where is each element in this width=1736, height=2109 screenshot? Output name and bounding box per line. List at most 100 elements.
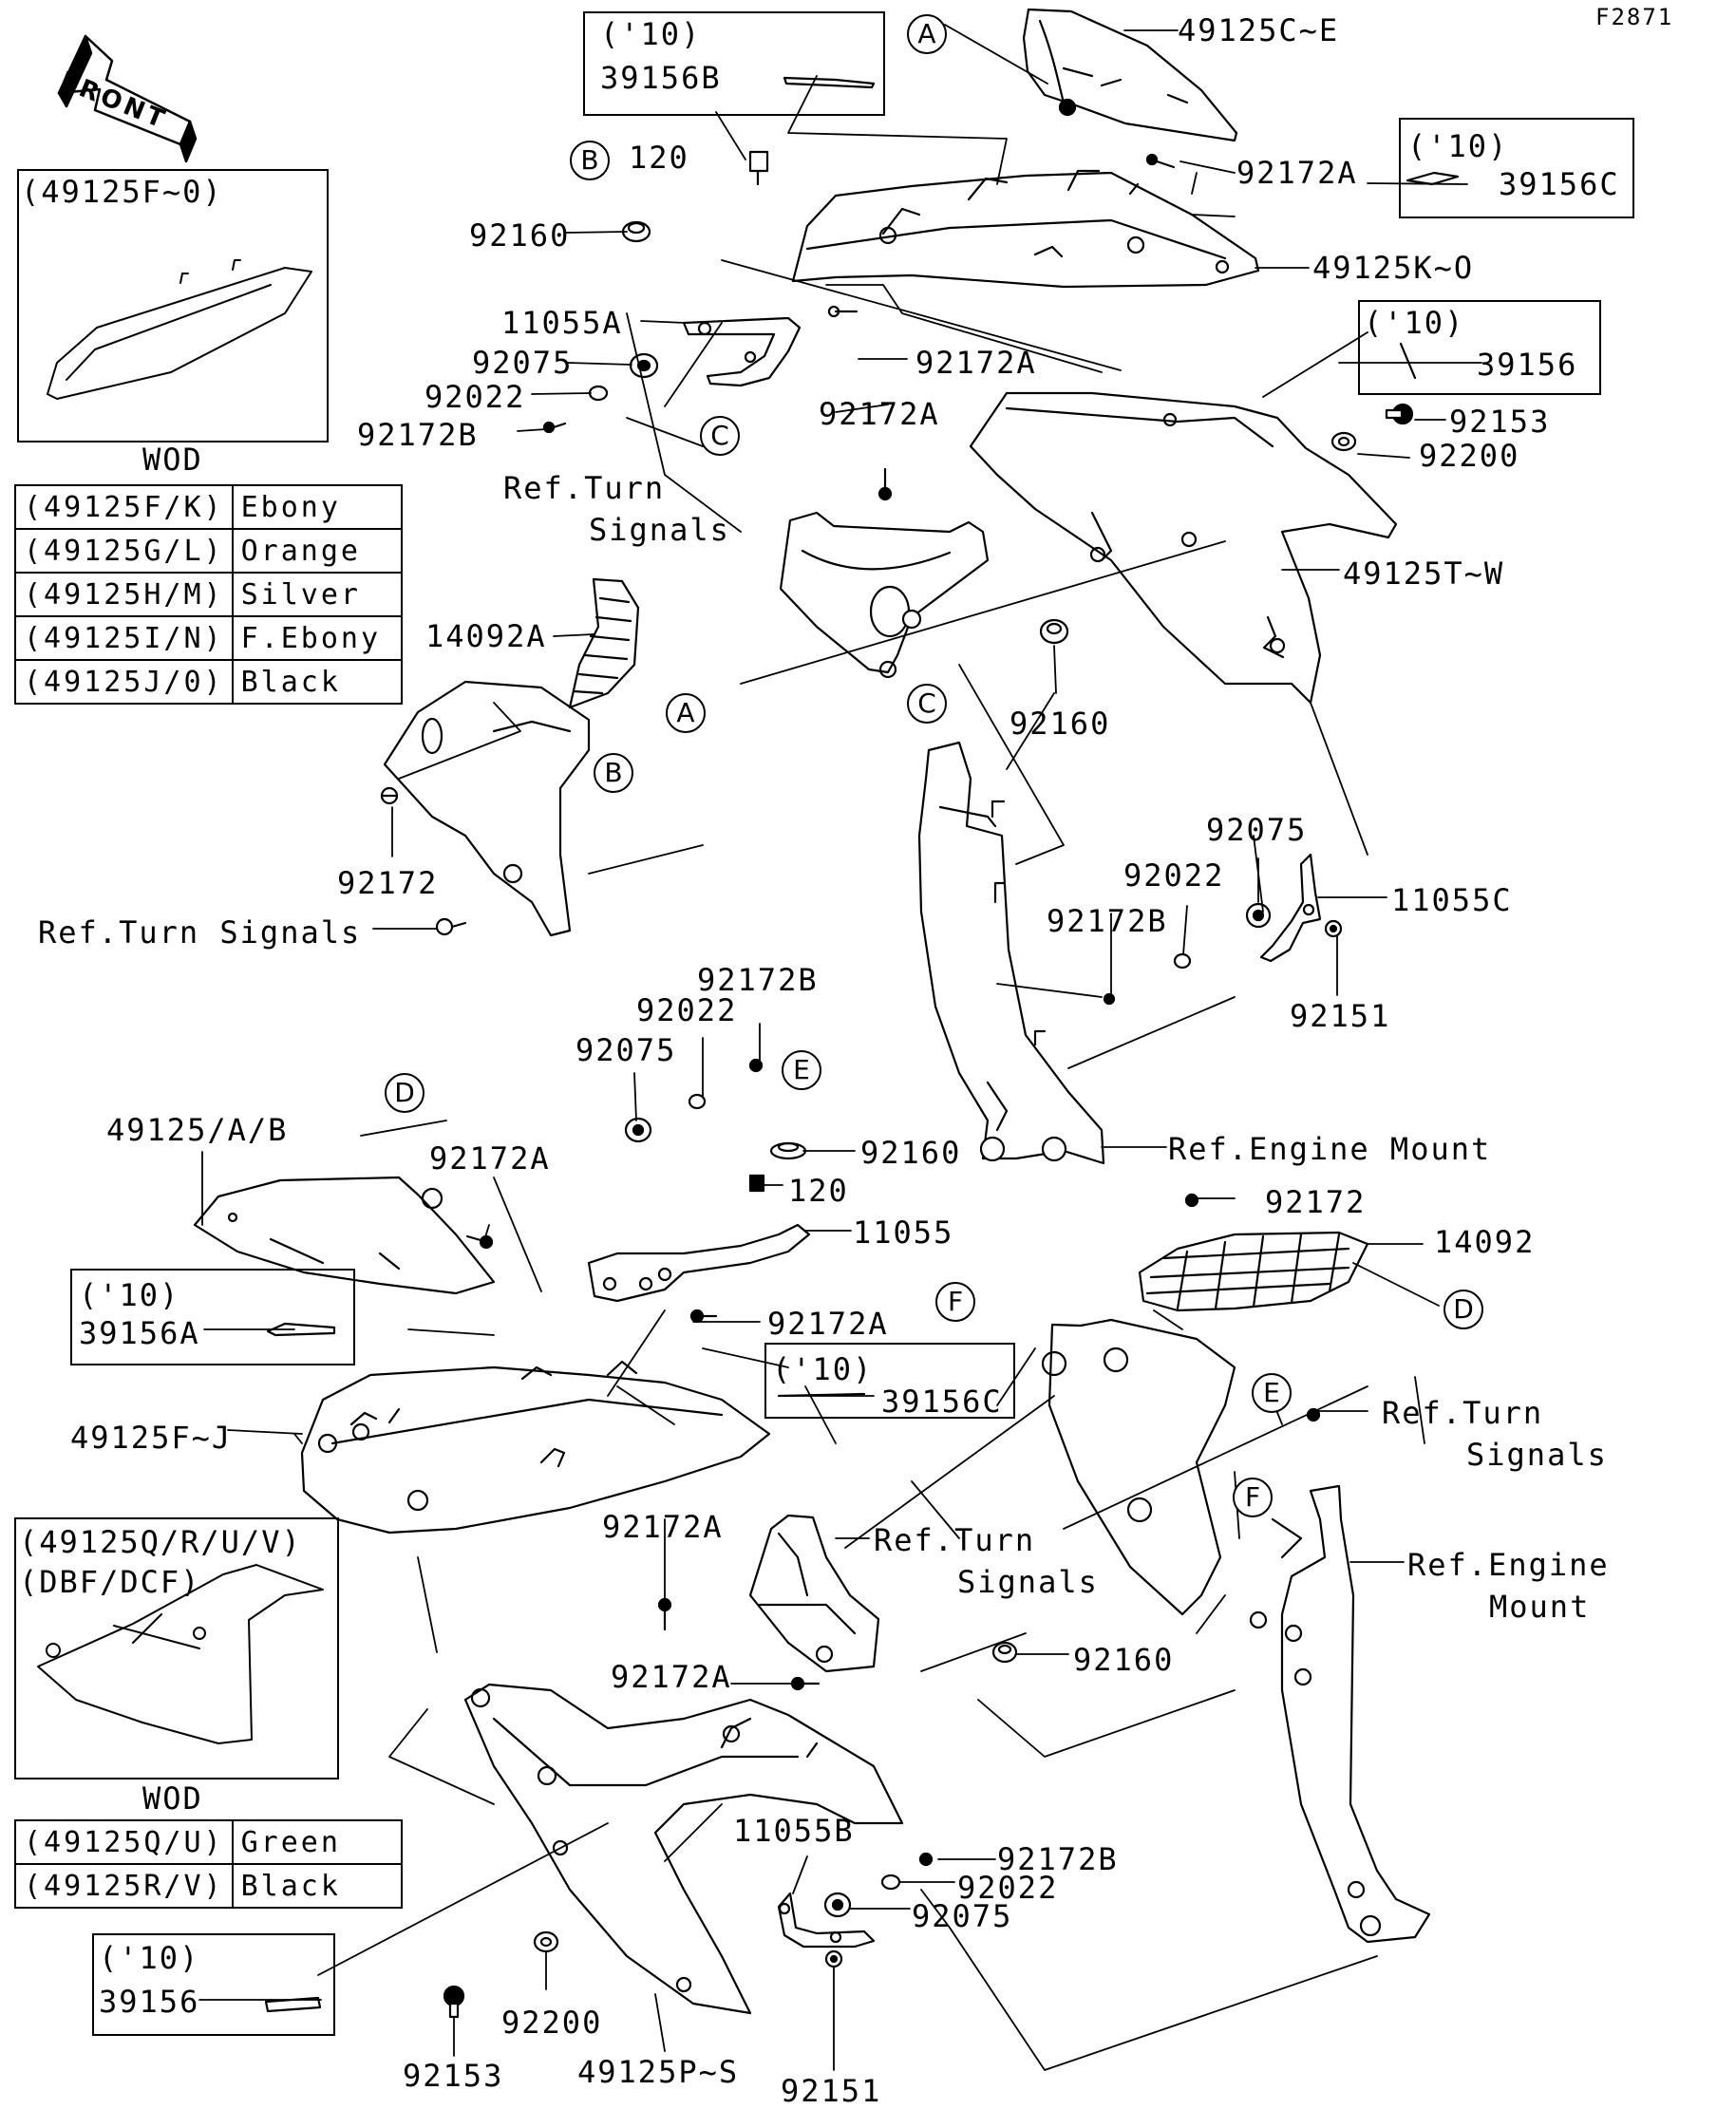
part-frame-bracket-upper <box>917 741 1105 1165</box>
code-cell: (49125J/0) <box>14 659 234 705</box>
year-box-39156A <box>70 1269 355 1365</box>
color-cell: Green <box>231 1819 403 1865</box>
part-49125FJ <box>300 1360 771 1535</box>
color-cell: Silver <box>231 572 403 617</box>
year-box-39156C-bottom <box>764 1343 1015 1419</box>
label-92075: 92075 <box>576 1032 677 1068</box>
label-92151: 92151 <box>781 2073 882 2109</box>
inset-bottom-part <box>37 1564 324 1744</box>
label-14092A: 14092A <box>425 618 547 654</box>
label-49125CE: 49125C~E <box>1178 12 1340 48</box>
part-11055 <box>587 1223 811 1303</box>
part-49125KO <box>791 169 1260 289</box>
table-row: (49125R/V)Black <box>14 1863 403 1909</box>
label-year: ('10) <box>99 1940 200 1976</box>
inset-top-title: (49125F~0) <box>21 174 223 210</box>
label-92022: 92022 <box>636 992 738 1028</box>
label-92151: 92151 <box>1290 998 1391 1034</box>
label-49125TW: 49125T~W <box>1343 555 1505 592</box>
color-cell: Orange <box>231 528 403 574</box>
hardware-icons <box>264 76 1460 2019</box>
label-92075: 92075 <box>472 345 574 381</box>
callout-A: A <box>907 14 947 54</box>
label-39156B: 39156B <box>600 60 722 96</box>
color-cell: Black <box>231 1863 403 1909</box>
callout-A: A <box>666 693 706 733</box>
callout-F: F <box>935 1282 975 1322</box>
table-row: (49125F/K)Ebony <box>14 484 403 530</box>
code-cell: (49125I/N) <box>14 615 234 661</box>
year-box-39156B <box>583 11 885 116</box>
callout-D: D <box>385 1073 425 1113</box>
label-year: ('10) <box>79 1277 180 1313</box>
year-box-39156-top <box>1358 300 1601 395</box>
code-cell: (49125Q/U) <box>14 1819 234 1865</box>
label-92160: 92160 <box>1010 706 1111 742</box>
inset-bottom-title-2: (DBF/DCF) <box>19 1564 201 1600</box>
label-14092: 14092 <box>1434 1224 1536 1260</box>
part-11055A <box>682 316 802 387</box>
label-39156: 39156 <box>99 1984 200 2020</box>
label-120: 120 <box>629 140 689 176</box>
table-row: (49125I/N)F.Ebony <box>14 615 403 661</box>
callout-C: C <box>700 416 740 456</box>
label-11055B: 11055B <box>733 1813 855 1849</box>
label-11055A: 11055A <box>501 305 623 341</box>
callout-E: E <box>782 1050 821 1090</box>
leader-lines <box>198 24 1482 2071</box>
label-49125AB: 49125/A/B <box>106 1112 289 1148</box>
inset-top-box <box>17 169 329 443</box>
label-year: ('10) <box>1407 128 1509 164</box>
label-39156A: 39156A <box>79 1315 200 1351</box>
color-table-top: (49125F/K)Ebony (49125G/L)Orange (49125H… <box>14 484 403 705</box>
label-120: 120 <box>788 1173 849 1209</box>
part-11055B <box>777 1892 876 1949</box>
label-92022: 92022 <box>1123 857 1225 894</box>
label-92153: 92153 <box>1449 404 1551 440</box>
label-92172A: 92172A <box>429 1140 551 1177</box>
callout-B: B <box>594 753 633 793</box>
diagram-code: F2871 <box>1595 4 1674 30</box>
label-92172B: 92172B <box>997 1841 1119 1877</box>
label-49125PS: 49125P~S <box>577 2054 740 2090</box>
label-92172B: 92172B <box>697 962 819 998</box>
label-92172B: 92172B <box>357 417 479 453</box>
label-92075: 92075 <box>912 1898 1013 1934</box>
label-92172A: 92172A <box>819 396 940 432</box>
color-table-bottom: (49125Q/U)Green (49125R/V)Black <box>14 1819 403 1909</box>
label-49125KO: 49125K~O <box>1312 250 1475 286</box>
label-11055C: 11055C <box>1391 882 1513 918</box>
part-11055C <box>1259 853 1322 963</box>
label-92172A: 92172A <box>602 1509 724 1545</box>
table-row: (49125J/0)Black <box>14 659 403 705</box>
label-ref-turn-signals: Ref.Turn <box>503 470 666 506</box>
label-92172A: 92172A <box>767 1306 889 1342</box>
color-cell: F.Ebony <box>231 615 403 661</box>
part-frame-bracket-lower <box>1249 1484 1431 1944</box>
inset-bottom-caption: WOD <box>142 1780 203 1817</box>
callout-E: E <box>1252 1373 1292 1413</box>
inset-bottom-box <box>14 1517 339 1779</box>
part-inner-left-upper <box>383 577 640 937</box>
table-row: (49125G/L)Orange <box>14 528 403 574</box>
label-year: ('10) <box>600 16 702 52</box>
table-row: (49125Q/U)Green <box>14 1819 403 1865</box>
label-92022: 92022 <box>425 379 526 415</box>
part-turn-signal-upper <box>779 511 990 679</box>
label-92172A: 92172A <box>611 1659 732 1695</box>
year-box-39156C-top <box>1399 118 1634 218</box>
label-92075: 92075 <box>1206 812 1308 848</box>
label-year: ('10) <box>1364 305 1465 341</box>
label-ref-engine-mount: Ref.Engine Mount <box>1168 1131 1492 1167</box>
callout-B: B <box>570 141 610 180</box>
code-cell: (49125G/L) <box>14 528 234 574</box>
label-ref-turn-signals: Signals <box>589 512 730 548</box>
label-92172B: 92172B <box>1047 903 1168 939</box>
label-92160: 92160 <box>1073 1642 1175 1678</box>
label-92160: 92160 <box>860 1135 962 1171</box>
callout-F: F <box>1233 1478 1273 1517</box>
part-turn-signal-lower <box>748 1514 880 1673</box>
inset-bottom-title-1: (49125Q/R/U/V) <box>19 1524 302 1560</box>
